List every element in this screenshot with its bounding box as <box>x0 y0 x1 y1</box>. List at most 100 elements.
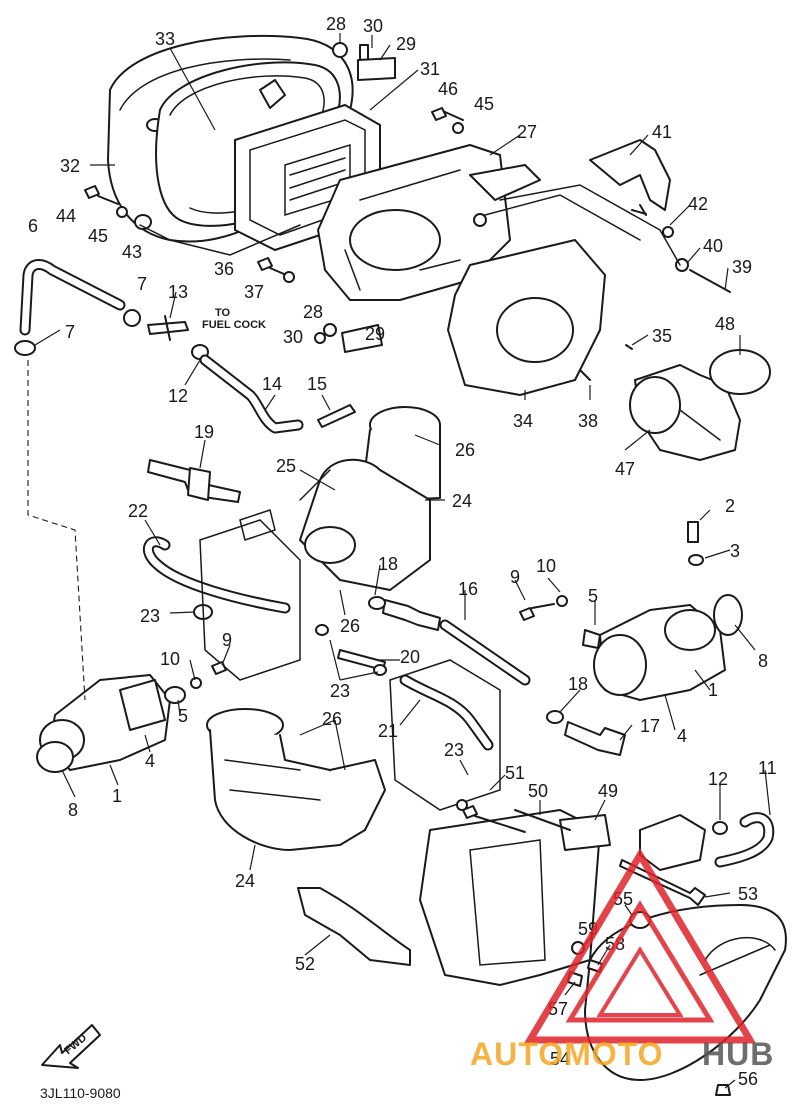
bracket-41 <box>589 139 671 211</box>
part-label: 24 <box>235 871 255 891</box>
part-label: 16 <box>458 579 478 599</box>
part-label: 44 <box>56 206 76 226</box>
part-label: 6 <box>28 216 38 236</box>
part-label: 26 <box>340 616 360 636</box>
part-label: 42 <box>688 194 708 214</box>
part-label: 27 <box>517 122 537 142</box>
part-label: 39 <box>732 257 752 277</box>
part-label: 30 <box>283 327 303 347</box>
part-label: 23 <box>140 606 160 626</box>
part-label: 30 <box>363 16 383 36</box>
part-label: 21 <box>378 721 398 741</box>
carburetor-outline <box>199 509 501 811</box>
hose-21 <box>399 674 494 751</box>
part-label: 46 <box>438 79 458 99</box>
fuel-cock-note: TO <box>215 307 231 319</box>
part-label: 25 <box>276 456 296 476</box>
part-label: 1 <box>112 786 122 806</box>
fuel-cock-note: FUEL COCK <box>202 319 266 331</box>
part-label: 50 <box>528 781 548 801</box>
watermark-brand: AUTOMOTO <box>470 1036 663 1072</box>
part-label: 51 <box>505 763 525 783</box>
part-label: 1 <box>708 680 718 700</box>
hose-22 <box>142 536 291 620</box>
bracket-assembly <box>419 799 611 986</box>
part-label: 49 <box>598 781 618 801</box>
part-label: 54 <box>550 1049 570 1069</box>
part-label: 45 <box>88 226 108 246</box>
intake-manifold-left <box>36 661 227 773</box>
part-label: 35 <box>652 326 672 346</box>
part-labels: 33 32 28 30 29 31 46 45 27 41 44 45 43 4… <box>28 14 777 1089</box>
forward-arrow-icon: FWD <box>41 1024 101 1069</box>
part-label: 9 <box>510 567 520 587</box>
part-label: 28 <box>326 14 346 34</box>
leader-lines <box>34 33 771 1089</box>
part-label: 38 <box>578 411 598 431</box>
intake-joint-right <box>629 349 771 461</box>
part-label: 5 <box>588 586 598 606</box>
part-label: 10 <box>536 556 556 576</box>
part-label: 12 <box>708 769 728 789</box>
drawing-code: 3JL110-9080 <box>40 1085 121 1101</box>
part-label: 56 <box>738 1069 758 1089</box>
part-label: 8 <box>758 651 768 671</box>
intake-joint-lower <box>206 708 386 851</box>
part-label: 52 <box>295 954 315 974</box>
watermark-logo-icon <box>523 848 757 1044</box>
part-label: 29 <box>396 34 416 54</box>
case-cover <box>447 239 606 396</box>
part-label: 45 <box>474 94 494 114</box>
part-label: 43 <box>122 242 142 262</box>
part-label: 10 <box>160 649 180 669</box>
stay-52 <box>297 887 411 966</box>
part-label: 3 <box>730 541 740 561</box>
guide-lines <box>27 184 681 701</box>
pipe-19 <box>147 459 241 503</box>
part-label: 24 <box>452 491 472 511</box>
watermark-text: AUTOMOTO HUB <box>470 1036 774 1072</box>
fasteners-top <box>84 42 731 381</box>
part-label: 37 <box>244 282 264 302</box>
part-label: 4 <box>145 751 155 771</box>
part-label: 15 <box>307 374 327 394</box>
part-label: 4 <box>677 726 687 746</box>
part-label: 26 <box>455 440 475 460</box>
part-label: 2 <box>725 496 735 516</box>
part-label: 14 <box>262 374 282 394</box>
part-label: 47 <box>615 459 635 479</box>
part-label: 26 <box>322 709 342 729</box>
part-label: 8 <box>68 800 78 820</box>
part-label: 36 <box>214 259 234 279</box>
intake-joint-upper <box>299 406 441 591</box>
part-label: 29 <box>365 324 385 344</box>
part-label: 7 <box>137 274 147 294</box>
part-label: 12 <box>168 386 188 406</box>
part-label: 23 <box>444 740 464 760</box>
part-label: 48 <box>715 314 735 334</box>
part-label: 28 <box>303 302 323 322</box>
part-label: 18 <box>568 674 588 694</box>
part-label: 13 <box>168 282 188 302</box>
part-label: 5 <box>178 706 188 726</box>
pipe-17 <box>546 710 626 756</box>
part-label: 17 <box>640 716 660 736</box>
watermark-brand-suffix: HUB <box>702 1036 774 1072</box>
part-label: 20 <box>400 647 420 667</box>
pipe-20 <box>315 624 387 676</box>
breather-hoses <box>14 259 356 434</box>
part-label: 9 <box>222 630 232 650</box>
part-label: 23 <box>330 681 350 701</box>
part-label: 33 <box>155 29 175 49</box>
pipe-16 <box>368 596 531 686</box>
part-label: 32 <box>60 156 80 176</box>
part-label: 53 <box>738 884 758 904</box>
part-label: 7 <box>65 322 75 342</box>
part-label: 34 <box>513 411 533 431</box>
part-label: 22 <box>128 501 148 521</box>
hose-11 <box>639 812 775 871</box>
part-label: 18 <box>378 554 398 574</box>
intake-manifold-right <box>519 521 743 701</box>
part-label: 31 <box>420 59 440 79</box>
